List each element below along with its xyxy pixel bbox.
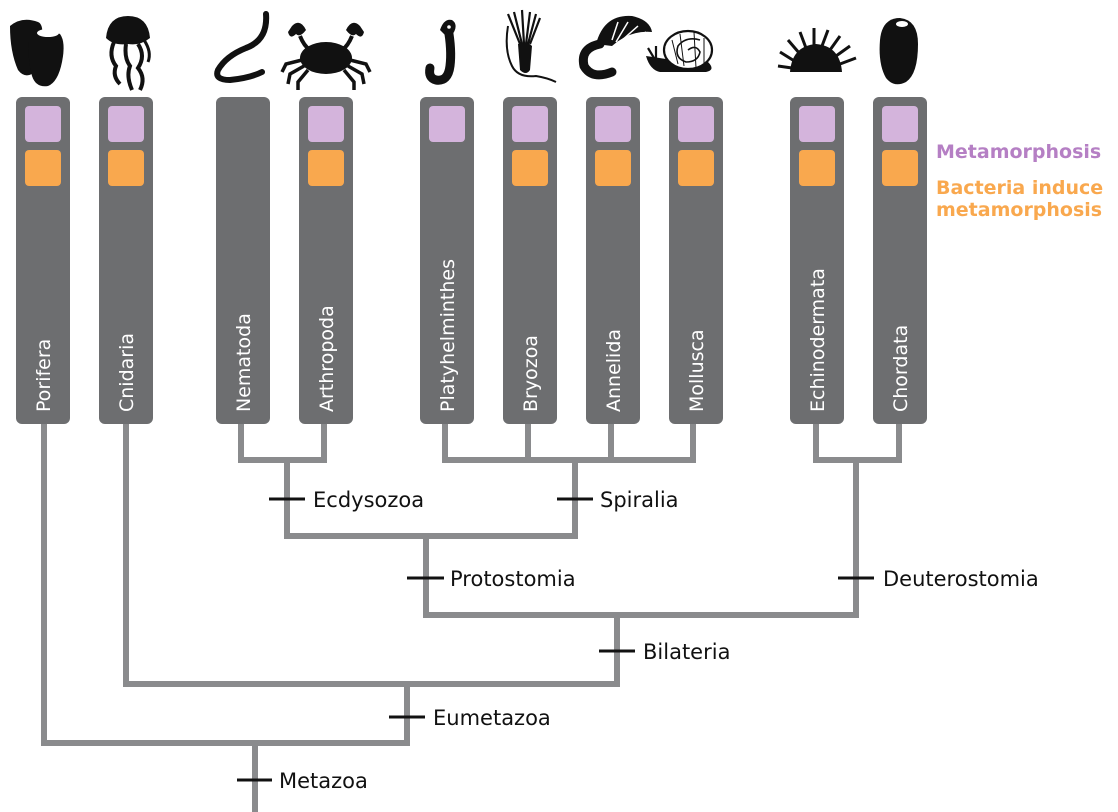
bryozoan-icon: [507, 10, 556, 82]
phylum-bar-cnidaria: Cnidaria: [99, 97, 153, 424]
bacteria-marker: [25, 150, 61, 186]
metamorphosis-marker: [595, 106, 631, 142]
phylum-bar-bryozoa: Bryozoa: [503, 97, 557, 424]
phylum-bar-echinodermata: Echinodermata: [790, 97, 844, 424]
phylum-label: Echinodermata: [807, 268, 829, 412]
bacteria-marker: [512, 150, 548, 186]
tree-branches: [44, 422, 899, 812]
metamorphosis-marker: [799, 106, 835, 142]
clade-label-ecdysozoa: Ecdysozoa: [313, 488, 424, 512]
phylum-label: Platyhelminthes: [437, 259, 459, 412]
clade-label-deuterostomia: Deuterostomia: [883, 567, 1039, 591]
snail-icon: [646, 31, 712, 72]
phylum-bars: Porifera Cnidaria Nematoda Arthropoda Platyh…: [16, 97, 927, 424]
phylum-bar-nematoda: Nematoda: [216, 97, 270, 424]
phylum-label: Annelida: [603, 329, 625, 412]
clade-label-bilateria: Bilateria: [643, 640, 730, 664]
metamorphosis-marker: [108, 106, 144, 142]
deuterostomia-node: [816, 422, 899, 460]
sea-urchin-icon: [778, 28, 856, 72]
bacteria-marker: [882, 150, 918, 186]
phylum-bar-arthropoda: Arthropoda: [299, 97, 353, 424]
legend-metamorphosis: Metamorphosis: [936, 141, 1101, 163]
metamorphosis-marker: [308, 106, 344, 142]
flatworm-icon: [430, 20, 456, 81]
metamorphosis-marker: [678, 106, 714, 142]
bacteria-marker: [678, 150, 714, 186]
jellyfish-icon: [106, 16, 150, 90]
tubeworm-icon: [583, 16, 652, 75]
phylum-label: Arthropoda: [316, 305, 338, 412]
phylum-bar-mollusca: Mollusca: [669, 97, 723, 424]
phylum-bar-chordata: Chordata: [873, 97, 927, 424]
node-ticks: [237, 499, 874, 780]
bacteria-marker: [308, 150, 344, 186]
phylum-label: Nematoda: [233, 313, 255, 412]
metamorphosis-marker: [882, 106, 918, 142]
metamorphosis-marker: [429, 106, 465, 142]
phylum-label: Bryozoa: [520, 335, 542, 412]
clade-label-spiralia: Spiralia: [600, 488, 679, 512]
organism-icons: [10, 10, 918, 90]
clade-label-metazoa: Metazoa: [279, 769, 368, 793]
crab-icon: [282, 23, 370, 90]
phylum-bar-porifera: Porifera: [16, 97, 70, 424]
sponge-icon: [10, 20, 64, 87]
worm-icon: [217, 14, 266, 80]
legend-bacteria: Bacteria induce metamorphosis: [936, 177, 1111, 221]
tunicate-icon: [880, 18, 918, 84]
bacteria-marker: [595, 150, 631, 186]
bacteria-marker: [108, 150, 144, 186]
phylum-label: Porifera: [33, 339, 55, 412]
ecdysozoa-node: [241, 422, 324, 460]
bacteria-marker: [799, 150, 835, 186]
clade-label-protostomia: Protostomia: [450, 567, 576, 591]
phylum-bar-annelida: Annelida: [586, 97, 640, 424]
spiralia-node: [445, 422, 693, 460]
phylum-label: Mollusca: [686, 329, 708, 412]
clade-label-eumetazoa: Eumetazoa: [433, 706, 551, 730]
metamorphosis-marker: [25, 106, 61, 142]
phylum-label: Cnidaria: [116, 333, 138, 412]
phylum-bar-platyhelminthes: Platyhelminthes: [420, 97, 474, 424]
phylum-label: Chordata: [890, 325, 912, 412]
metamorphosis-marker: [512, 106, 548, 142]
metazoa-node: [44, 422, 407, 743]
